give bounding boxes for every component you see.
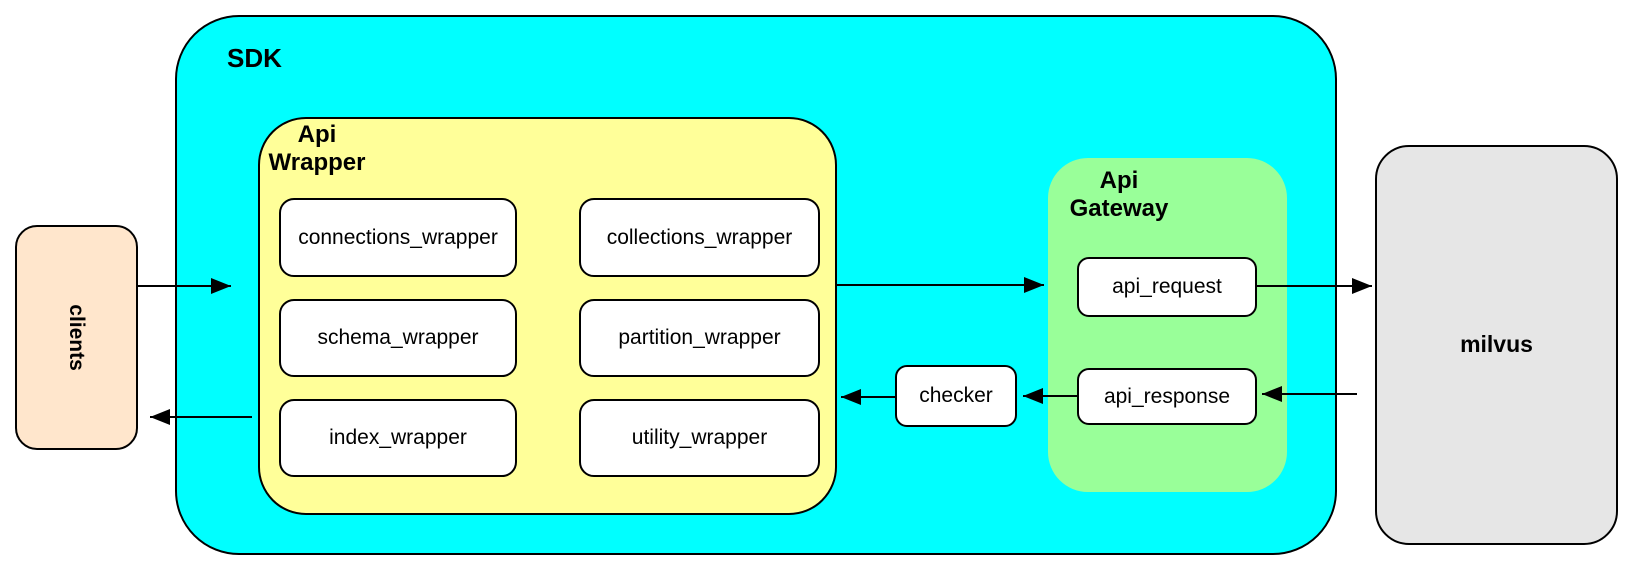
node-api-request: api_request bbox=[1077, 257, 1257, 317]
api-wrapper-label-line1: Api bbox=[297, 121, 337, 148]
node-partition-wrapper-label: partition_wrapper bbox=[618, 326, 781, 350]
node-api-request-label: api_request bbox=[1112, 275, 1222, 299]
sdk-label: SDK bbox=[227, 43, 282, 73]
api-gateway-label-line1: Api bbox=[1099, 167, 1139, 194]
node-utility-wrapper: utility_wrapper bbox=[579, 399, 820, 477]
node-clients: clients bbox=[15, 225, 138, 450]
node-api-response-label: api_response bbox=[1103, 384, 1231, 408]
api-gateway-label: Api Gateway bbox=[1064, 167, 1174, 223]
node-milvus: milvus bbox=[1375, 145, 1618, 545]
node-connections-wrapper: connections_wrapper bbox=[279, 198, 517, 277]
node-milvus-label: milvus bbox=[1460, 331, 1533, 358]
node-collections-wrapper-label: collections_wrapper bbox=[606, 225, 793, 249]
node-schema-wrapper-label: schema_wrapper bbox=[317, 326, 479, 350]
node-collections-wrapper: collections_wrapper bbox=[579, 198, 820, 277]
node-utility-wrapper-label: utility_wrapper bbox=[631, 426, 768, 450]
node-schema-wrapper: schema_wrapper bbox=[279, 299, 517, 377]
api-gateway-label-line2: Gateway bbox=[1069, 194, 1169, 222]
node-clients-label: clients bbox=[65, 304, 89, 371]
node-partition-wrapper: partition_wrapper bbox=[579, 299, 820, 377]
node-checker: checker bbox=[895, 365, 1017, 427]
api-wrapper-label-line2: Wrapper bbox=[268, 148, 366, 176]
node-api-response: api_response bbox=[1077, 368, 1257, 425]
api-wrapper-container: Api Wrapper connections_wrapper collecti… bbox=[258, 117, 837, 515]
api-gateway-container: Api Gateway api_request api_response bbox=[1048, 158, 1287, 492]
node-index-wrapper: index_wrapper bbox=[279, 399, 517, 477]
node-index-wrapper-label: index_wrapper bbox=[329, 426, 467, 450]
node-checker-label: checker bbox=[919, 384, 993, 408]
node-connections-wrapper-label: connections_wrapper bbox=[298, 225, 498, 249]
api-wrapper-label: Api Wrapper bbox=[262, 121, 372, 177]
